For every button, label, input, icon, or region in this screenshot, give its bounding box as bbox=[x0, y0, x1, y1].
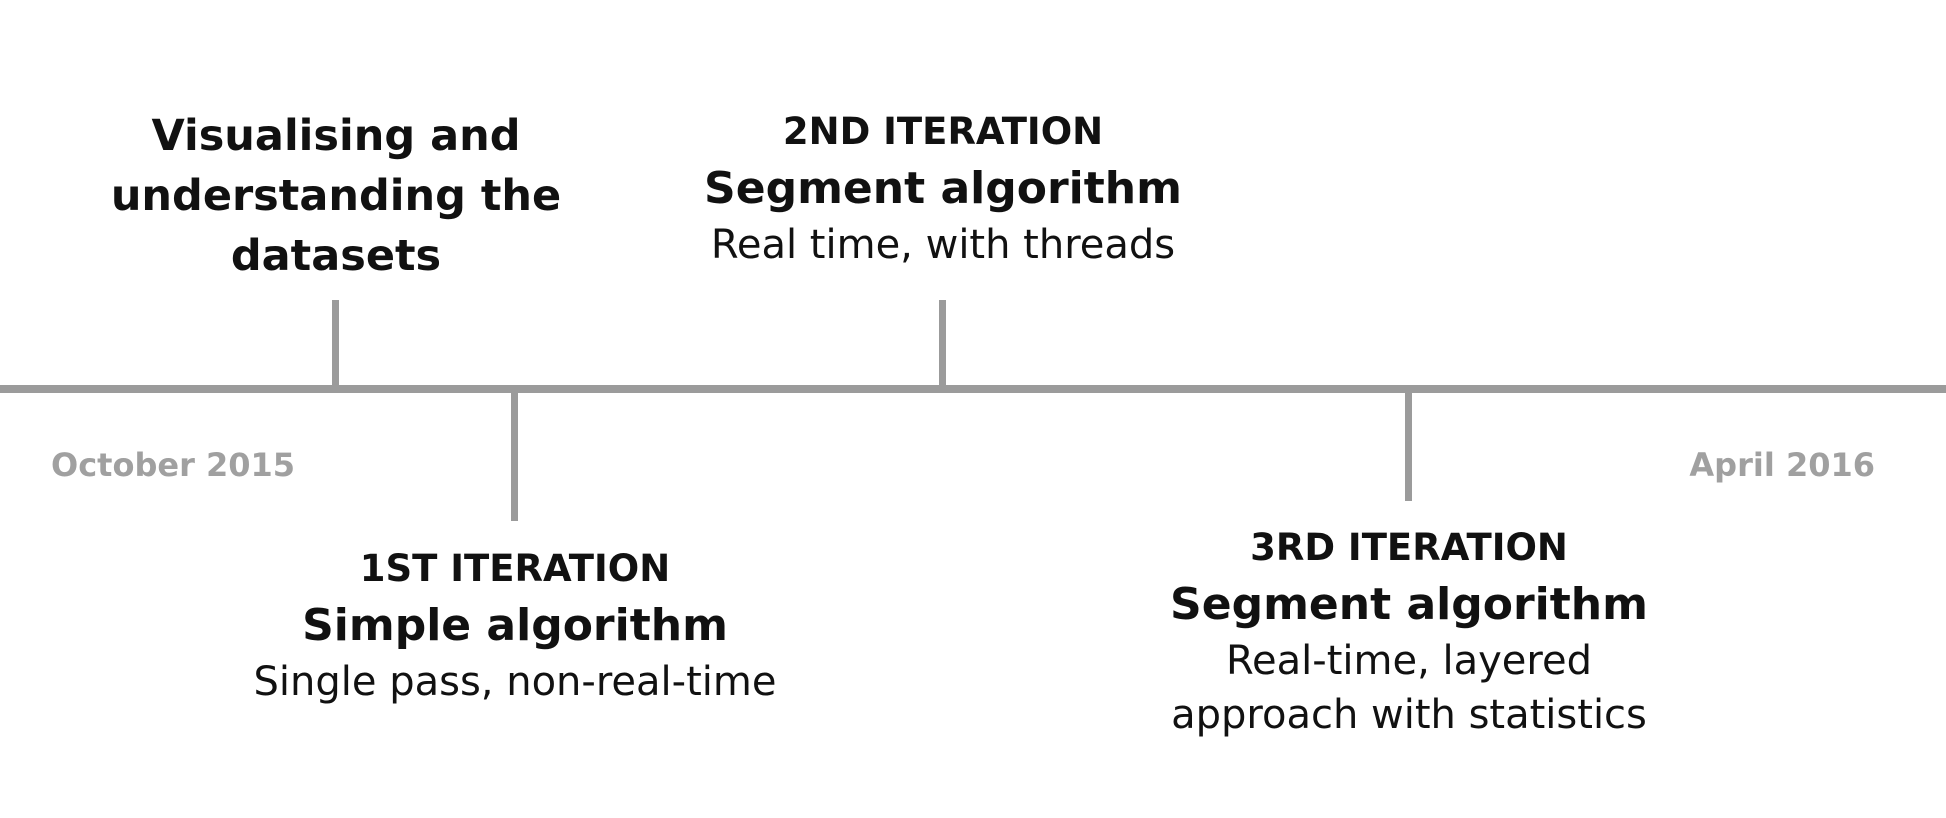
iteration-title: Segment algorithm bbox=[1170, 579, 1648, 630]
start-date-label: October 2015 bbox=[51, 446, 296, 484]
event-iteration-1: 1ST ITERATION Simple algorithm Single pa… bbox=[205, 541, 825, 709]
tick-iteration-2 bbox=[939, 300, 946, 388]
tick-datasets bbox=[332, 300, 339, 388]
timeline-axis bbox=[0, 385, 1946, 393]
event-iteration-2: 2ND ITERATION Segment algorithm Real tim… bbox=[633, 104, 1253, 272]
event-heading-line: datasets bbox=[230, 231, 442, 281]
iteration-description-line: Real-time, layered bbox=[1226, 638, 1592, 684]
iteration-label: 2ND ITERATION bbox=[782, 110, 1104, 153]
tick-iteration-3 bbox=[1405, 390, 1412, 501]
iteration-description: Real time, with threads bbox=[710, 222, 1176, 268]
event-iteration-3: 3RD ITERATION Segment algorithm Real-tim… bbox=[1099, 520, 1719, 742]
iteration-label: 1ST ITERATION bbox=[359, 547, 671, 590]
event-heading-line: Visualising and bbox=[151, 111, 521, 161]
iteration-description-line: approach with statistics bbox=[1171, 692, 1647, 738]
tick-iteration-1 bbox=[511, 390, 518, 521]
iteration-description: Single pass, non-real-time bbox=[253, 659, 777, 705]
iteration-title: Simple algorithm bbox=[302, 600, 728, 651]
iteration-label: 3RD ITERATION bbox=[1250, 526, 1568, 569]
event-heading-line: understanding the bbox=[110, 171, 562, 221]
end-date-label: April 2016 bbox=[1689, 446, 1875, 484]
iteration-title: Segment algorithm bbox=[704, 163, 1182, 214]
event-datasets: Visualising and understanding the datase… bbox=[26, 106, 646, 286]
